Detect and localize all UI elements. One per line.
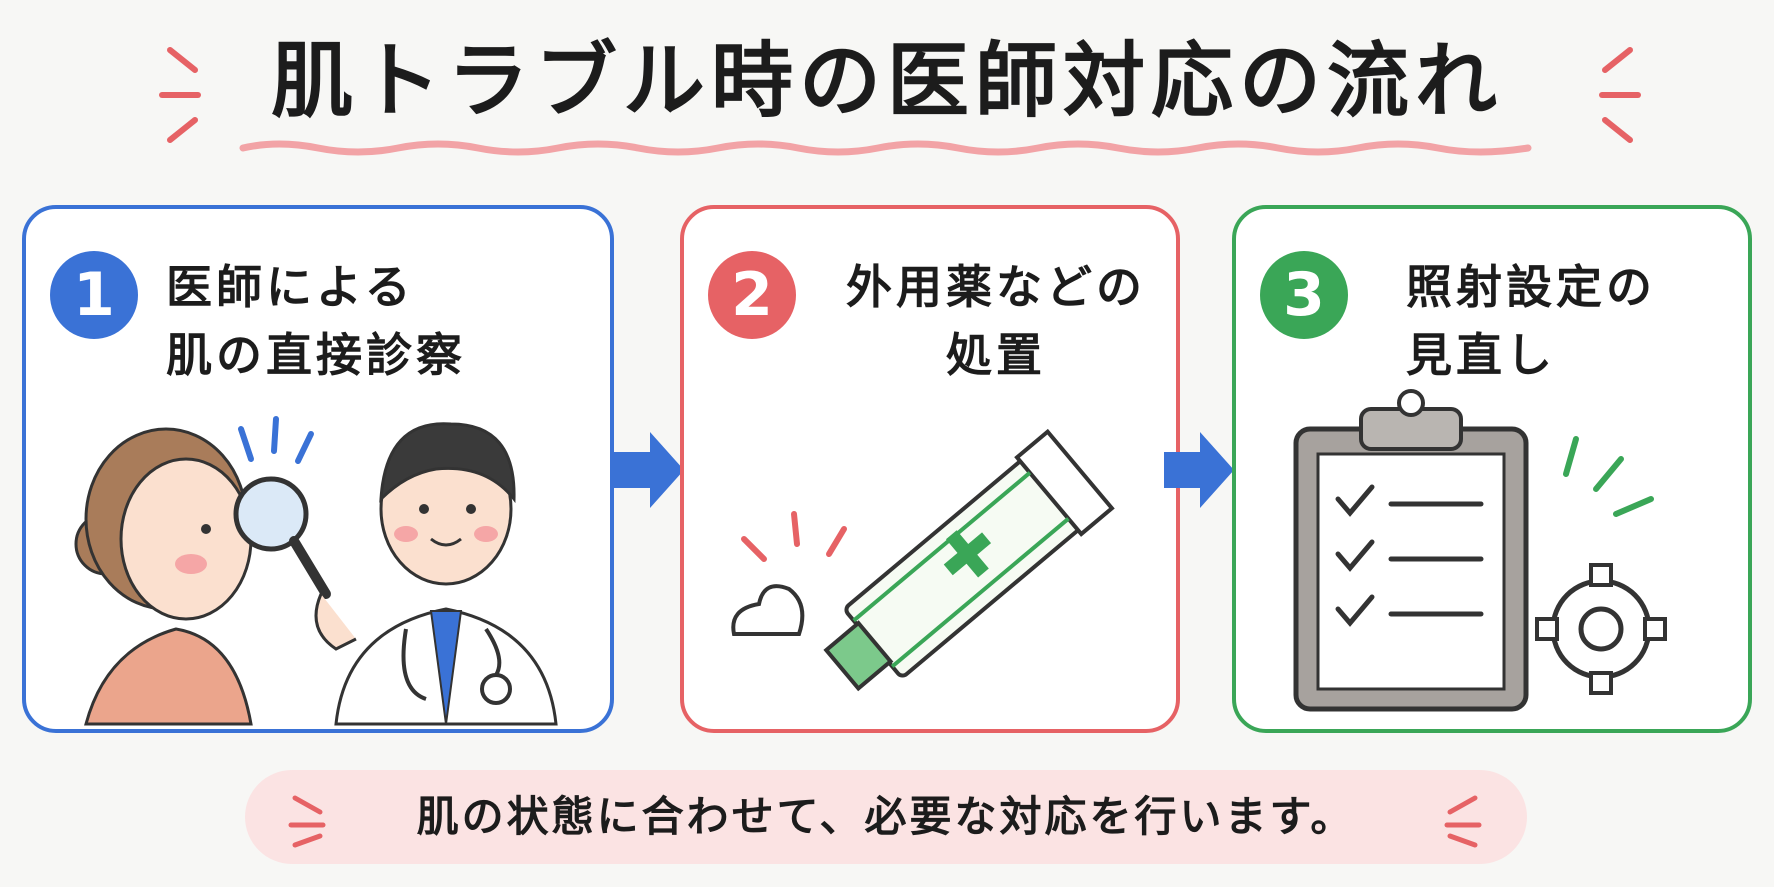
step-label: 外用薬などの 処置 xyxy=(826,253,1166,389)
step-label-line2: 肌の直接診察 xyxy=(166,328,466,382)
step-card-1: 1 医師による 肌の直接診察 xyxy=(22,205,614,733)
step-label-line1: 外用薬などの xyxy=(846,260,1146,314)
summary-banner: 肌の状態に合わせて、必要な対応を行います。 xyxy=(245,770,1527,864)
step-label-line2: 処置 xyxy=(946,328,1046,382)
arrow-right-icon xyxy=(1164,432,1234,508)
step-label: 照射設定の 見直し xyxy=(1406,253,1656,389)
title-area: 肌トラブル時の医師対応の流れ xyxy=(0,0,1774,170)
arrow-right-icon xyxy=(614,432,684,508)
right-emphasis-lines-icon xyxy=(1599,47,1641,143)
right-emphasis-lines-icon xyxy=(1444,795,1482,848)
summary-text: 肌の状態に合わせて、必要な対応を行います。 xyxy=(416,792,1356,841)
step-label: 医師による 肌の直接診察 xyxy=(166,253,466,389)
ointment-tube-icon xyxy=(731,428,1115,692)
step-card-3: 3 照射設定の 見直し xyxy=(1232,205,1752,733)
doctor-examining-skin-icon xyxy=(74,416,558,726)
step-number-badge: 1 xyxy=(50,251,138,339)
title-underline xyxy=(239,140,1532,156)
step-card-2: 2 外用薬などの 処置 xyxy=(680,205,1180,733)
page-title: 肌トラブル時の医師対応の流れ xyxy=(270,34,1503,129)
step-number-badge: 2 xyxy=(708,251,796,339)
clipboard-gear-icon xyxy=(1293,389,1667,712)
step-label-line2: 見直し xyxy=(1406,328,1556,382)
step-label-line1: 医師による xyxy=(166,260,415,314)
step-label-line1: 照射設定の xyxy=(1406,260,1656,314)
step-number-badge: 3 xyxy=(1260,251,1348,339)
left-emphasis-lines-icon xyxy=(159,47,201,143)
left-emphasis-lines-icon xyxy=(288,795,326,848)
